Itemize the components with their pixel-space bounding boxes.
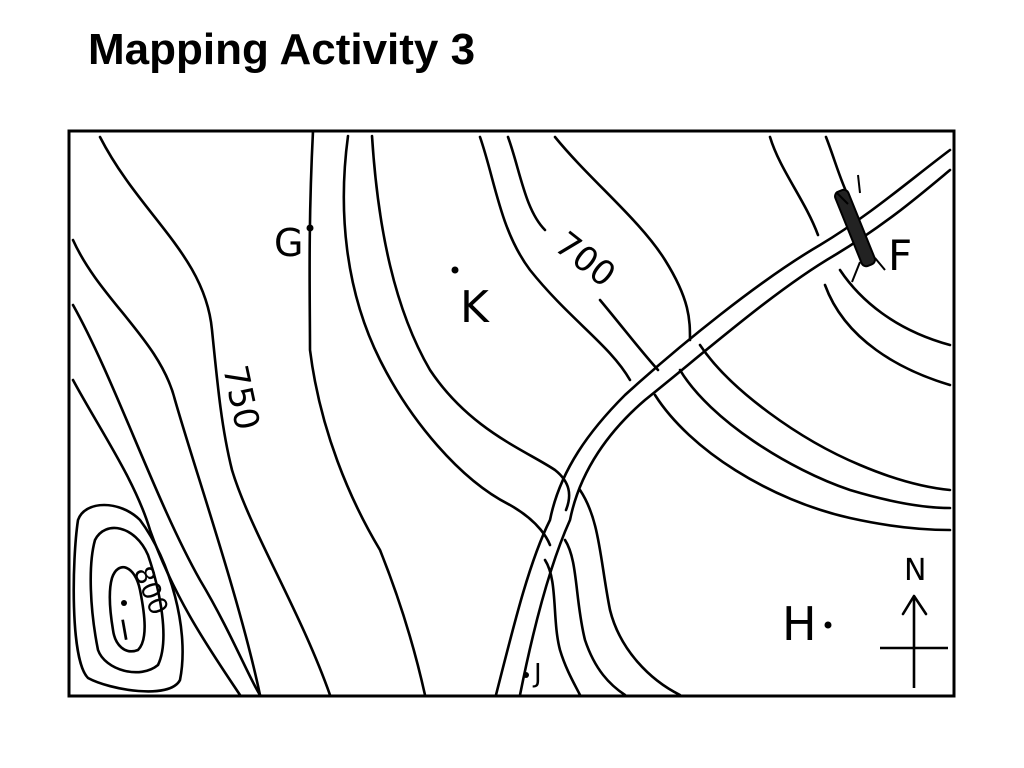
contour-line-700	[506, 135, 660, 372]
contour-line	[823, 283, 952, 387]
point-i-dot	[121, 600, 127, 606]
north-arrow-icon: N	[880, 553, 948, 688]
contour-line	[698, 343, 952, 492]
contour-line	[553, 135, 692, 342]
contour-line	[563, 538, 627, 697]
road	[494, 148, 952, 697]
point-label-f: F	[888, 231, 912, 280]
contour-line	[768, 135, 820, 237]
point-k-dot	[451, 266, 459, 274]
contour-line	[678, 368, 952, 510]
compass-label: N	[904, 553, 926, 588]
contour-label-700: 700	[547, 224, 623, 295]
contour-lines	[71, 129, 952, 697]
contour-line	[478, 135, 632, 382]
contour-line	[342, 134, 552, 547]
contour-line	[71, 378, 242, 697]
contour-line	[653, 393, 952, 532]
point-j-dot	[523, 672, 529, 678]
contour-line-750	[98, 135, 332, 697]
contour-line	[308, 129, 427, 697]
contour-line	[578, 488, 682, 697]
road-edge	[494, 148, 952, 697]
contour-line	[838, 268, 952, 347]
bridge-icon	[834, 174, 886, 283]
map-frame	[67, 129, 956, 698]
page-title: Mapping Activity 3	[88, 25, 476, 74]
contour-hill-800	[89, 526, 165, 674]
contour-line	[71, 303, 262, 697]
point-label-h: H	[782, 597, 817, 651]
point-g-dot	[306, 224, 314, 232]
contour-line	[543, 558, 582, 697]
point-label-k: K	[460, 282, 490, 333]
contour-line	[71, 238, 262, 697]
point-label-g: G	[274, 221, 303, 265]
point-label-i: I	[118, 613, 132, 647]
point-h-dot	[824, 621, 832, 629]
contour-hill-inner	[108, 566, 146, 653]
contour-hill-outer	[72, 503, 184, 693]
point-label-j: J	[532, 659, 542, 689]
